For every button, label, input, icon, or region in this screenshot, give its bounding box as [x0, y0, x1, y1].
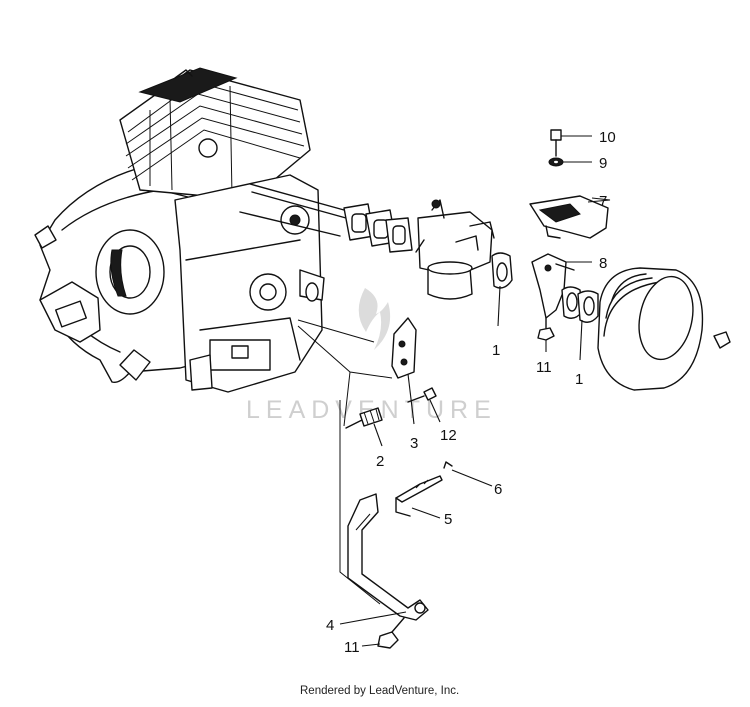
callout-10: 10 — [599, 129, 616, 146]
callout-leaders — [339, 135, 611, 647]
carburetor — [415, 199, 495, 300]
callout-4: 4 — [326, 617, 334, 634]
callout-1-left: 1 — [492, 342, 500, 359]
callout-6: 6 — [494, 481, 502, 498]
engine-assembly — [34, 67, 347, 393]
bracket-assembly — [529, 129, 609, 341]
linkage-parts — [297, 317, 453, 649]
callout-3: 3 — [410, 435, 418, 452]
render-credit: Rendered by LeadVenture, Inc. — [300, 685, 459, 697]
callout-5: 5 — [444, 511, 452, 528]
callout-labels: 10 9 7 8 1 11 1 3 12 2 6 5 4 11 — [326, 129, 616, 656]
callout-11-upper: 11 — [536, 359, 552, 376]
callout-7: 7 — [599, 193, 607, 210]
callout-12: 12 — [440, 427, 457, 444]
intake-gaskets — [343, 203, 413, 253]
callout-8: 8 — [599, 255, 607, 272]
callout-11-lower: 11 — [344, 639, 360, 656]
flame-logo-icon — [358, 288, 391, 350]
gasket-part-1 — [491, 252, 513, 289]
callout-9: 9 — [599, 155, 607, 172]
air-cleaner-cover — [597, 267, 731, 391]
callout-1-right: 1 — [575, 371, 583, 388]
callout-2: 2 — [376, 453, 384, 470]
